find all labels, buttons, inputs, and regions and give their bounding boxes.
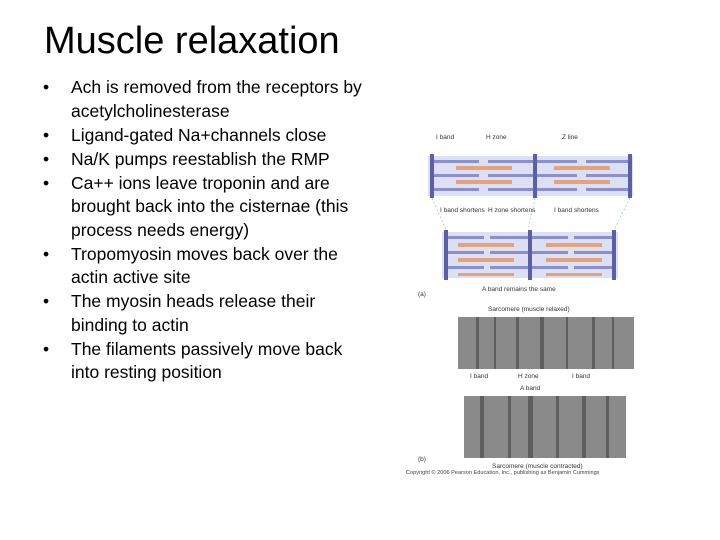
thin-filament: [448, 251, 484, 254]
thin-filament: [586, 174, 628, 177]
z-line: [444, 230, 448, 280]
relaxed-sarcomere: [428, 154, 633, 198]
label-a-band-same: A band remains the same: [482, 286, 556, 293]
thin-filament: [532, 251, 568, 254]
micrograph-relaxed: [458, 317, 634, 369]
bullet-text: The myosin heads release their binding t…: [71, 291, 316, 335]
thin-filament: [434, 174, 479, 177]
bullet-icon: •: [43, 243, 50, 264]
bullet-item: • Ca++ ions leave troponin and are brough…: [42, 172, 362, 243]
label-i-band-top: I band: [436, 134, 454, 141]
sarcomere-figure: I band H zone Z line: [406, 128, 640, 476]
thick-filament: [456, 180, 512, 184]
thin-filament: [532, 266, 568, 269]
label-i-band-b-left: I band: [470, 373, 488, 380]
thick-filament: [458, 273, 514, 276]
thin-filament: [537, 174, 577, 177]
thin-filament: [448, 236, 484, 239]
label-h-zone-top: H zone: [486, 134, 507, 141]
bullet-icon: •: [43, 338, 50, 359]
bullet-item: • The myosin heads release their binding …: [42, 290, 362, 337]
bullet-item: • Ach is removed from the receptors by ac…: [42, 76, 362, 123]
micrograph-contracted: [464, 396, 626, 458]
bullet-icon: •: [43, 172, 50, 193]
bullet-item: • Ligand-gated Na+channels close: [42, 124, 362, 148]
label-h-zone-b: H zone: [518, 373, 539, 380]
slide-title: Muscle relaxation: [44, 20, 340, 62]
bullet-list: • Ach is removed from the receptors by ac…: [42, 76, 362, 385]
bullet-icon: •: [43, 124, 50, 145]
thick-filament: [554, 180, 610, 184]
thin-filament: [574, 236, 612, 239]
z-line: [528, 230, 532, 280]
thick-filament: [458, 258, 514, 262]
thin-filament: [586, 188, 628, 191]
thin-filament: [532, 236, 568, 239]
thin-filament: [490, 236, 528, 239]
thick-filament: [546, 243, 602, 247]
thick-filament: [456, 166, 512, 170]
thin-filament: [574, 251, 612, 254]
thick-filament: [554, 166, 610, 170]
bullet-text: Tropomyosin moves back over the actin ac…: [71, 243, 338, 288]
panel-a-label: (a): [418, 291, 426, 298]
bullet-item: • The filaments passively move back into …: [42, 338, 362, 385]
thin-filament: [488, 160, 533, 163]
thick-filament: [546, 273, 602, 276]
z-line: [628, 154, 632, 198]
z-line: [533, 154, 537, 198]
thin-filament: [448, 266, 484, 269]
thin-filament: [574, 266, 612, 269]
label-a-band-b: A band: [520, 385, 541, 392]
thin-filament: [488, 188, 533, 191]
bullet-text: Ligand-gated Na+channels close: [71, 124, 327, 145]
label-sarcomere-relaxed: Sarcomere (muscle relaxed): [488, 306, 570, 313]
bullet-item: • Na/K pumps reestablish the RMP: [42, 148, 362, 172]
thick-filament: [546, 258, 602, 262]
thin-filament: [537, 160, 577, 163]
micrograph-relaxed-bands: [476, 317, 614, 369]
bullet-icon: •: [43, 77, 50, 97]
thick-filament: [458, 243, 514, 247]
label-i-band-shortens-left: I band shortens: [440, 207, 486, 214]
bullet-text: The filaments passively move back into r…: [71, 338, 343, 383]
thin-filament: [488, 174, 533, 177]
micrograph-contracted-bands: [480, 396, 609, 458]
thin-filament: [434, 160, 479, 163]
label-sarcomere-contracted: Sarcomere (muscle contracted): [492, 463, 583, 470]
bullet-text: Ca++ ions leave troponin and are brought…: [71, 172, 349, 240]
thin-filament: [434, 188, 479, 191]
figure-copyright: Copyright © 2006 Pearson Education, Inc.…: [406, 469, 600, 476]
bullet-text: Ach is removed from the receptors by ace…: [71, 77, 362, 121]
sarcomere-diagram: I band H zone Z line: [406, 128, 640, 476]
panel-b-label: (b): [418, 456, 426, 463]
label-z-line-top: Z line: [562, 134, 578, 141]
label-i-band-b-right: I band: [572, 373, 590, 380]
thin-filament: [490, 266, 528, 269]
thin-filament: [490, 251, 528, 254]
z-line: [430, 154, 434, 198]
bullet-text: Na/K pumps reestablish the RMP: [71, 148, 330, 169]
z-line: [612, 230, 616, 280]
guide-lines: [431, 197, 631, 231]
label-i-band-shortens-right: I band shortens: [554, 207, 600, 214]
bullet-icon: •: [43, 148, 50, 169]
bullet-item: • Tropomyosin moves back over the actin a…: [42, 243, 362, 290]
bullet-icon: •: [43, 291, 50, 311]
thin-filament: [537, 188, 577, 191]
thin-filament: [586, 160, 628, 163]
label-h-zone-shortens: H zone shortens: [488, 207, 536, 214]
contracted-sarcomere: [442, 230, 618, 280]
